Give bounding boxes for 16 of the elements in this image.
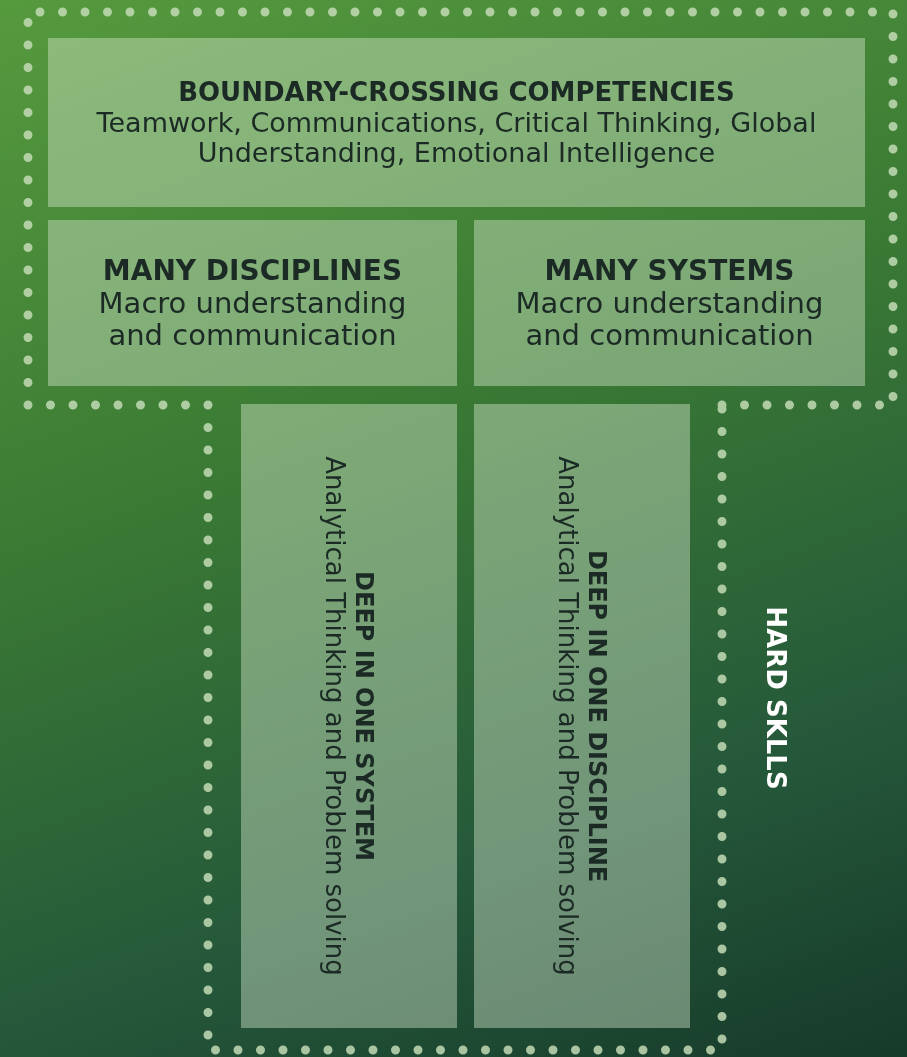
heading: MANY SYSTEMS: [544, 254, 795, 288]
heading: DEEP IN ONE SYSTEM: [348, 571, 378, 861]
description: Teamwork, Communications, Critical Thinking, Global Understanding, Emotional Intelligence: [96, 108, 817, 168]
heading: MANY DISCIPLINES: [102, 254, 403, 288]
text-box: [48, 220, 457, 386]
description: Analytical Thinking and Problem solving: [553, 456, 582, 976]
side-label: HARD SKLLS: [760, 606, 791, 790]
text-box: [241, 404, 457, 1028]
text-box: [48, 38, 865, 207]
description: Macro understanding and communication: [97, 287, 408, 352]
description: Macro understanding and communication: [514, 287, 825, 352]
description: Analytical Thinking and Problem solving: [320, 456, 349, 976]
heading: BOUNDARY-CROSSING COMPETENCIES: [178, 77, 735, 109]
text-box: [474, 220, 865, 386]
heading: DEEP IN ONE DISCIPLINE: [581, 549, 611, 883]
text-box: [474, 404, 690, 1028]
